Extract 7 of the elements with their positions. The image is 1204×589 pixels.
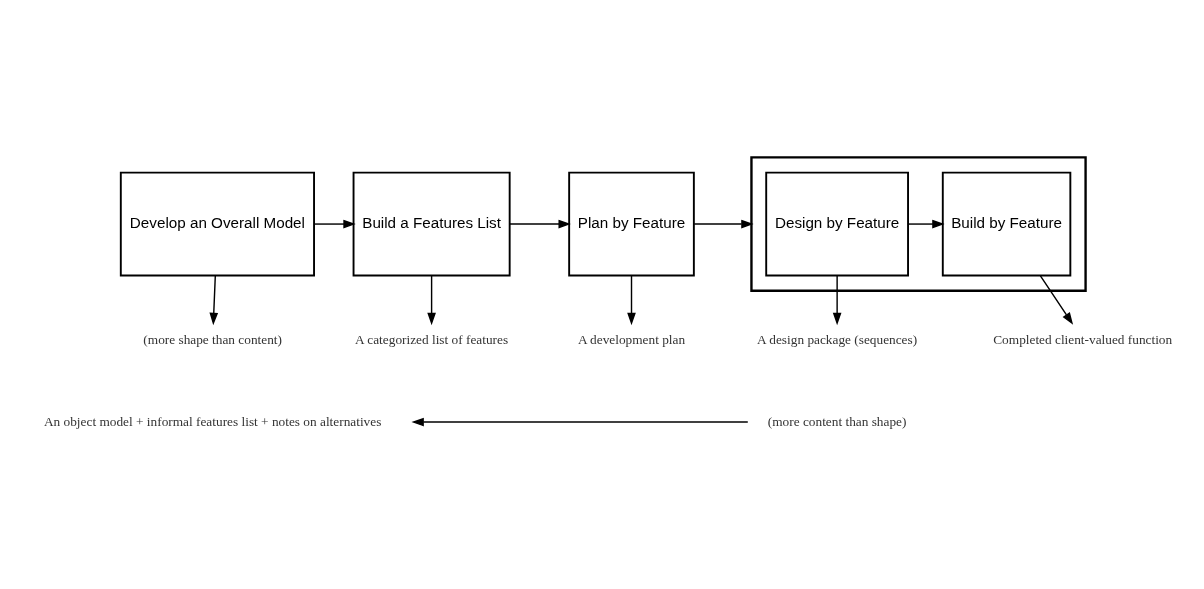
node-text: A development plan (577, 331, 686, 347)
node-text: An object model + informal features list + notes on alternatives (43, 413, 382, 429)
node-text: Completed client-valued function (993, 331, 1173, 347)
node-text: A categorized list of features (355, 331, 509, 347)
node-text: (more shape than content) (143, 331, 282, 347)
node-text: (more content than shape) (767, 413, 907, 429)
node-text: A design package (sequences) (757, 331, 918, 347)
